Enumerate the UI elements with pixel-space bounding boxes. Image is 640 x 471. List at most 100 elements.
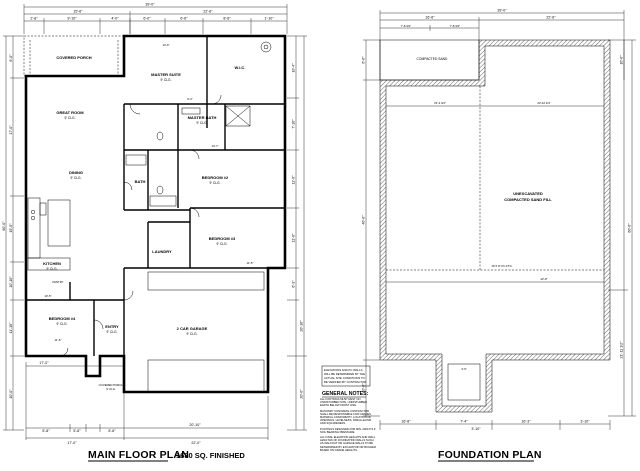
- foundation-top-small-1: 7'-8 3/4": [401, 24, 411, 28]
- main-bottom-sub-3: 22'-0": [191, 441, 201, 445]
- main-bottom-dim-1: 5'-8": [42, 429, 50, 433]
- room-label-entry: ENTRY: [105, 324, 119, 329]
- compacted-sand-label: COMPACTED SAND: [417, 57, 449, 61]
- main-top-dim-5: 6'-6": [180, 17, 188, 21]
- room-label-laundry: LAUNDRY: [152, 249, 172, 254]
- general-notes-title: GENERAL NOTES:: [322, 391, 369, 397]
- room-sub-kitchen: 9' CLG.: [46, 267, 57, 271]
- elevation-note-line-3: ACTUAL SITE CONDITIONS TO: [324, 376, 366, 380]
- interior-dim-3: 13'-7": [211, 144, 218, 148]
- main-right-dimensions: 10'-4" 7'-10" 11'-0" 11'-6" 6'-3" 20'-10…: [287, 35, 307, 431]
- foundation-bottom-dim-1: 16'-8": [401, 420, 411, 424]
- foundation-plan: 39'-0" 16'-6" 22'-6" 7'-8 3/4" 7'-8 3/4"…: [362, 9, 636, 462]
- foundation-right-dimensions: 10'-0" 21'-11 1/2" 60'-0": [608, 39, 636, 417]
- room-label-wic: W.I.C.: [235, 65, 246, 70]
- main-room-labels: COVERED PORCH MASTER SUITE 9' CLG. W.I.C…: [43, 55, 245, 391]
- main-left-dim-6: 11'-10": [9, 322, 13, 334]
- room-label-great-room: GREAT ROOM: [56, 110, 84, 115]
- general-note-2: MASONRY CONCRETE CONTRACTOR SHALL BE RES…: [320, 409, 372, 426]
- main-overall-width: 39'-0": [145, 3, 155, 7]
- foundation-wall: [379, 39, 611, 413]
- room-label-pantry: PANTRY: [52, 280, 63, 284]
- room-label-bedroom-2: BEDROOM #2: [202, 175, 229, 180]
- pier-footing-note: 16"X 8" PC FTG.: [491, 264, 512, 268]
- room-label-dining: DINING: [69, 170, 83, 175]
- room-sub-dining: 9' CLG.: [70, 176, 81, 180]
- elevation-note-line-1: ELEVATIONS AND PC WALLS: [324, 368, 363, 372]
- general-note-1: ALL FOOTINGS MUST REST ON UNDISTURBED SI…: [320, 398, 368, 408]
- main-top-dim-2: 9'-10": [67, 17, 77, 21]
- elevation-note-line-2: WILL BE DETERMINED BY THE: [324, 372, 365, 376]
- interior-dim-2: 9'-2": [187, 97, 193, 101]
- room-sub-bedroom-4: 9' CLG.: [56, 322, 67, 326]
- room-label-bedroom-3: BEDROOM #3: [209, 236, 236, 241]
- foundation-interior-dim-1: 15'-4 3/4": [434, 101, 446, 105]
- main-exterior-walls: [24, 34, 287, 394]
- main-right-dim-6: 20'-10": [300, 320, 304, 332]
- main-bottom-dim-2: 5'-8": [73, 429, 81, 433]
- room-label-kitchen: KITCHEN: [43, 261, 61, 266]
- main-top-dim-6: 8'-6": [223, 17, 231, 21]
- interior-dim-4: 11'-5": [247, 261, 254, 265]
- foundation-left-dim-1: 6'-0": [362, 56, 366, 64]
- room-sub-master-bath: 9' CLG.: [196, 121, 207, 125]
- general-note-3: FOOTINGS DESIGNED FOR MIN. 2000 P.S.F. S…: [320, 427, 376, 434]
- main-left-dim-4: 10'-10": [9, 276, 13, 288]
- main-floor-plan: 39'-0" 15'-6" 22'-6" 2'-8" 9'-10" 4'-0" …: [2, 3, 307, 462]
- room-label-bedroom-4: BEDROOM #4: [49, 316, 76, 321]
- main-left-dim-2: 17'-0": [9, 125, 13, 135]
- foundation-bottom-dimensions: 16'-8" 7'-4" 3'-10" 16'-3" 3'-10": [379, 420, 611, 431]
- main-right-dim-3: 11'-0": [292, 175, 296, 185]
- main-left-dimensions: 60'-0" 6'-0" 17'-0" 15'-0" 10'-10" 11'-1…: [2, 35, 24, 431]
- foundation-right-dim-1: 10'-0": [620, 55, 624, 65]
- interior-dim-6: 10'-5": [44, 294, 51, 298]
- main-plan-title: MAIN FLOOR PLAN: [88, 449, 189, 461]
- main-top-dimensions: 39'-0" 15'-6" 22'-6" 2'-8" 9'-10" 4'-0" …: [23, 3, 288, 34]
- foundation-overall-width: 39'-0": [497, 9, 507, 13]
- main-top-dim-7: 1'-10": [264, 17, 274, 21]
- room-sub-master-suite: 9' CLG.: [160, 78, 171, 82]
- main-top-dim-4: 6'-0": [143, 17, 151, 21]
- main-left-dim-3: 15'-0": [9, 223, 13, 233]
- foundation-right-dim-3: 60'-0": [628, 223, 632, 233]
- main-interior-dims: 13'-6" 9'-2" 13'-7" 11'-5" 11'-6" 10'-5": [44, 43, 253, 342]
- main-bottom-dimensions: 17'-0" 5'-8" 5'-8" 5'-6" 20'-10" 17'-0" …: [25, 361, 269, 445]
- main-plan-area: 1680 SQ. FINISHED: [176, 451, 245, 460]
- main-right-dim-5: 6'-3": [292, 280, 296, 288]
- main-top-sub-2: 22'-6": [203, 10, 213, 14]
- room-sub-great-room: 9' CLG.: [64, 116, 75, 120]
- foundation-left-dim-3: 10'-0": [362, 383, 366, 393]
- foundation-interior-dim-2: 20'-10 3/4": [537, 101, 550, 105]
- general-note-4: ALL FINAL ELEVATION HEIGHTS AND WALL LEN…: [320, 436, 376, 452]
- main-bottom-sub-1: 17'-0": [39, 361, 49, 365]
- main-right-dim-4: 11'-6": [292, 233, 296, 243]
- foundation-plan-title: FOUNDATION PLAN: [438, 449, 542, 461]
- room-sub-garage: 9' CLG.: [186, 332, 197, 336]
- main-overall-depth: 60'-0": [2, 221, 6, 231]
- room-sub-entry: 9' CLG.: [106, 330, 117, 334]
- main-right-dim-7: 20'-0": [300, 389, 304, 399]
- room-label-bath: BATH: [135, 179, 146, 184]
- foundation-interior-dim-4: 4'-6": [461, 367, 467, 371]
- main-right-dim-2: 7'-10": [292, 119, 296, 129]
- main-bottom-dim-5: 20'-10": [189, 423, 201, 427]
- foundation-bottom-dim-2: 7'-4": [460, 420, 468, 424]
- main-top-dim-1: 2'-8": [30, 17, 38, 21]
- main-top-dim-3: 4'-0": [111, 17, 119, 21]
- kitchen-fixtures: [27, 197, 71, 271]
- foundation-top-sub-1: 16'-6": [425, 16, 435, 20]
- foundation-interior-dim-3: 22'-8": [540, 277, 547, 281]
- main-right-dim-1: 10'-4": [292, 63, 296, 73]
- foundation-bottom-dim-3: 3'-10": [471, 427, 481, 431]
- bath-fixtures: [125, 41, 272, 207]
- main-top-sub-1: 15'-6": [73, 10, 83, 14]
- door-swings: [59, 94, 222, 357]
- main-bottom-sub-2: 17'-0": [67, 441, 77, 445]
- foundation-top-sub-2: 22'-6": [546, 16, 556, 20]
- interior-dim-5: 11'-6": [55, 338, 62, 342]
- foundation-right-dim-2: 21'-11 1/2": [620, 341, 624, 359]
- foundation-top-small-2: 7'-8 3/4": [450, 24, 460, 28]
- unexcavated-label: UNEXCAVATED: [513, 191, 543, 196]
- room-label-covered-porch: COVERED PORCH: [56, 55, 91, 60]
